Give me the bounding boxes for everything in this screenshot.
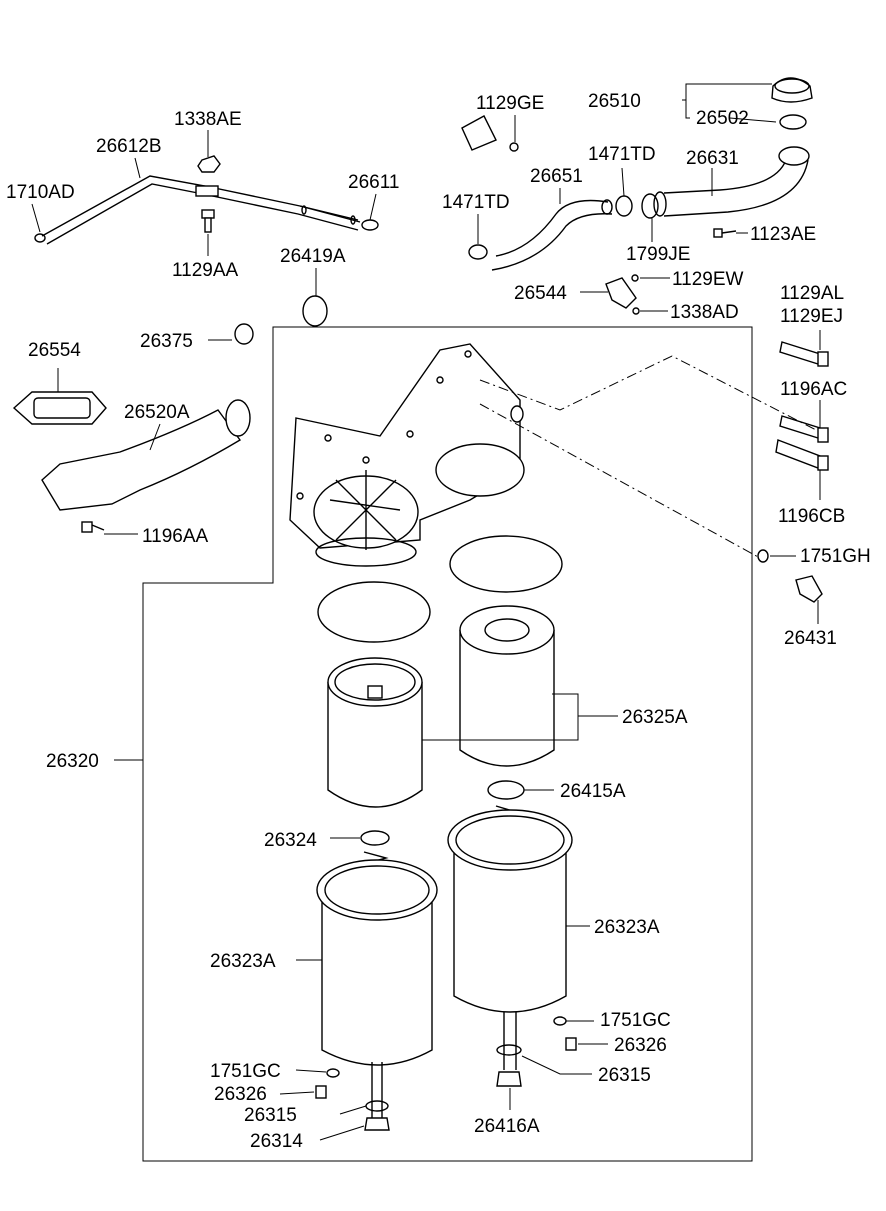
gasket-26502 (779, 114, 807, 130)
hose-26651 (491, 199, 613, 271)
label-26315-right: 26315 (598, 1065, 651, 1086)
pipe-26520A (41, 399, 251, 511)
label-1196CB: 1196CB (778, 506, 845, 527)
filler-cap-26510 (771, 77, 813, 103)
label-1129AA: 1129AA (172, 260, 239, 281)
gasket-26554 (12, 391, 107, 425)
label-1129GE: 1129GE (476, 93, 544, 114)
plug-26326-right (565, 1037, 577, 1051)
bolt-1196CB (775, 439, 829, 471)
label-26611: 26611 (348, 172, 399, 193)
filter-element-right (459, 605, 555, 767)
label-26314: 26314 (250, 1131, 303, 1152)
label-26651: 26651 (530, 166, 583, 187)
label-1799JE: 1799JE (626, 244, 690, 265)
washer-1751GC-left (326, 1068, 340, 1078)
bolt-1123AE (713, 228, 737, 238)
label-1338AD: 1338AD (670, 302, 739, 323)
nut-1338AE (197, 155, 221, 173)
dash-line-lower (479, 403, 761, 559)
label-26324: 26324 (264, 830, 317, 851)
label-26315-left: 26315 (244, 1105, 297, 1126)
label-26416A: 26416A (474, 1116, 540, 1137)
label-26520A: 26520A (124, 402, 190, 423)
label-1196AA: 1196AA (142, 526, 209, 547)
label-26325A: 26325A (622, 707, 688, 728)
label-26326-left: 26326 (214, 1084, 267, 1105)
label-1129EJ: 1129EJ (780, 306, 843, 327)
label-1751GH: 1751GH (800, 546, 871, 567)
filter-head (289, 343, 525, 567)
label-26431: 26431 (784, 628, 837, 649)
washer-26324 (360, 830, 390, 846)
label-1196AC: 1196AC (780, 379, 847, 400)
label-1751GC-left: 1751GC (210, 1061, 281, 1082)
bolt-1196AC (779, 415, 829, 443)
clamp-1471TD-a (615, 195, 633, 217)
seal-ring-right (449, 535, 563, 593)
assembly-boundary (142, 326, 753, 1162)
washer-1751GC-right (553, 1016, 567, 1026)
bowl-right (447, 809, 573, 1087)
plug-26326-left (315, 1085, 327, 1099)
label-1710AD: 1710AD (6, 182, 75, 203)
label-26419A: 26419A (280, 246, 346, 267)
label-26612B: 26612B (96, 136, 162, 157)
oring-26375 (234, 323, 254, 345)
filter-element-left (327, 657, 423, 808)
dipstick (299, 205, 379, 231)
dash-line-upper (479, 355, 821, 433)
gauge-tube (34, 175, 361, 245)
label-26375: 26375 (140, 331, 193, 352)
clamp-1471TD-b (468, 244, 488, 260)
label-26323A-left: 26323A (210, 951, 276, 972)
label-26554: 26554 (28, 340, 81, 361)
label-1129AL: 1129AL (780, 283, 844, 304)
clamp-1799JE (641, 193, 659, 219)
label-1338AE: 1338AE (174, 109, 242, 130)
bolt-1129AA (201, 209, 215, 233)
bracket-1129GE (461, 115, 519, 152)
washer-26415A (487, 780, 525, 800)
bolt-1196AA (81, 521, 105, 533)
filler-neck-26631 (653, 146, 810, 217)
label-26323A-right: 26323A (594, 917, 660, 938)
label-1123AE: 1123AE (750, 224, 816, 245)
washer-1751GH (757, 549, 769, 563)
label-26415A: 26415A (560, 781, 626, 802)
label-26502: 26502 (696, 108, 749, 129)
sensor-26431 (795, 575, 823, 603)
bolt-1129AL (779, 341, 829, 367)
seal-ring-left (317, 581, 431, 643)
label-1471TD-b: 1471TD (442, 192, 510, 213)
label-1129EW: 1129EW (672, 269, 744, 290)
label-1471TD-a: 1471TD (588, 144, 656, 165)
label-26631: 26631 (686, 148, 739, 169)
label-26326-right: 26326 (614, 1035, 667, 1056)
label-26510: 26510 (588, 91, 641, 112)
oring-26419A (302, 295, 328, 327)
label-1751GC-right: 1751GC (600, 1010, 671, 1031)
label-26320: 26320 (46, 751, 99, 772)
bracket-26544 (605, 274, 640, 315)
leader-lines (31, 83, 821, 1141)
bowl-left (316, 859, 438, 1131)
label-26544: 26544 (514, 283, 567, 304)
